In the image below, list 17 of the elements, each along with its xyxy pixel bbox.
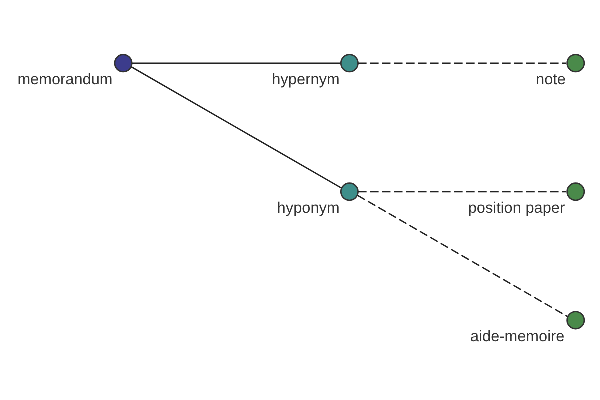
node-circle	[114, 54, 133, 72]
node-label: position paper	[468, 199, 566, 216]
node-label: aide-memoire	[470, 328, 565, 345]
connector	[132, 62, 340, 64]
connector	[357, 194, 568, 317]
connector	[358, 190, 566, 192]
node-circle	[566, 310, 586, 330]
node-circle	[340, 182, 359, 201]
node-label: hypernym	[272, 70, 340, 88]
node-label: memorandum	[18, 70, 113, 88]
connector	[131, 66, 342, 188]
connector	[358, 62, 566, 64]
node-circle	[566, 182, 586, 201]
node-circle	[566, 54, 586, 72]
node-label: hyponym	[277, 199, 340, 216]
node-circle	[340, 54, 359, 72]
node-label: note	[536, 70, 566, 88]
